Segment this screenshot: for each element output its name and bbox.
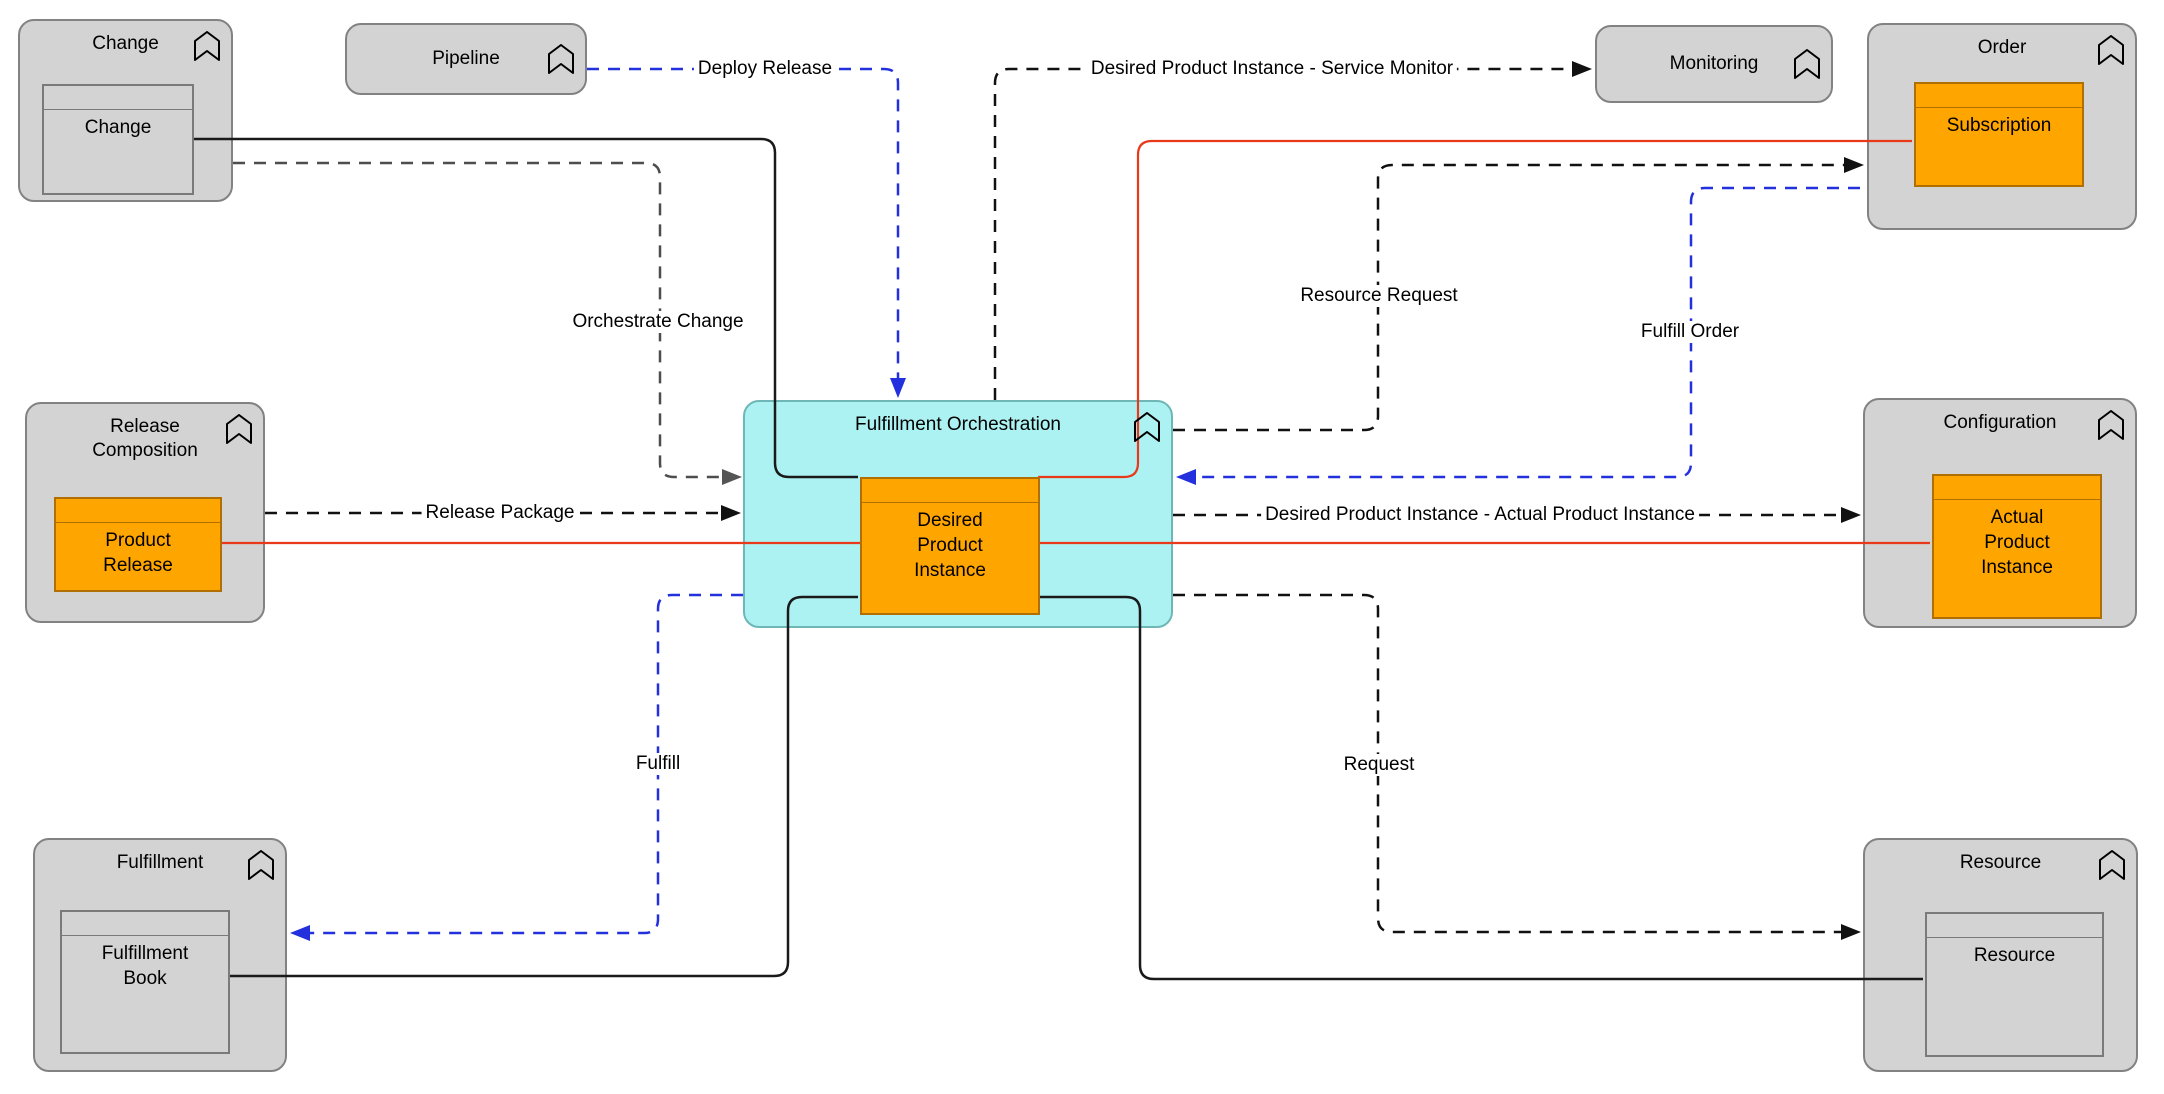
label-service-monitor[interactable]: Desired Product Instance - Service Monit… bbox=[1086, 58, 1458, 80]
element-header bbox=[44, 86, 192, 110]
chevron-icon bbox=[2098, 35, 2124, 65]
label-resource-request[interactable]: Resource Request bbox=[1296, 285, 1462, 307]
label-request[interactable]: Request bbox=[1339, 754, 1419, 776]
line-resource-request[interactable] bbox=[1173, 163, 1852, 432]
group-fulfillment[interactable]: Fulfillment Fulfillment Book bbox=[33, 838, 287, 1072]
line-fulfill-order[interactable] bbox=[1188, 186, 1860, 479]
element-resource[interactable]: Resource bbox=[1925, 912, 2104, 1057]
chevron-icon bbox=[1134, 412, 1160, 442]
group-fulfillment-orchestration-title: Fulfillment Orchestration bbox=[855, 414, 1061, 435]
element-header bbox=[62, 912, 228, 936]
group-change-title: Change bbox=[92, 33, 159, 54]
element-header bbox=[1934, 476, 2100, 500]
line-deploy-release[interactable] bbox=[587, 67, 900, 386]
line-resource-to-dpi[interactable] bbox=[1038, 595, 1923, 981]
chevron-icon bbox=[548, 44, 574, 74]
element-fulfillment-book[interactable]: Fulfillment Book bbox=[60, 910, 230, 1054]
element-header bbox=[1927, 914, 2102, 938]
label-fulfill-order[interactable]: Fulfill Order bbox=[1636, 321, 1744, 343]
arrowhead-request bbox=[1841, 924, 1861, 940]
arrowhead-dpi-api bbox=[1841, 507, 1861, 523]
label-release-package[interactable]: Release Package bbox=[421, 502, 579, 524]
group-release-composition-title: Release Composition bbox=[92, 416, 198, 461]
label-fulfill[interactable]: Fulfill bbox=[631, 753, 685, 775]
element-label: Desired Product Instance bbox=[914, 510, 986, 581]
arrowhead-service-monitor bbox=[1572, 61, 1592, 77]
element-label: Subscription bbox=[1946, 115, 2052, 136]
group-order[interactable]: Order Subscription bbox=[1867, 23, 2137, 230]
element-label: Product Release bbox=[103, 530, 173, 576]
element-desired-product-instance[interactable]: Desired Product Instance bbox=[860, 477, 1040, 615]
element-label: Fulfillment Book bbox=[101, 943, 189, 989]
group-change[interactable]: Change Change bbox=[18, 19, 233, 202]
group-configuration-title: Configuration bbox=[1943, 412, 2057, 433]
element-subscription[interactable]: Subscription bbox=[1914, 82, 2084, 187]
group-order-title: Order bbox=[1977, 37, 2027, 58]
group-resource-title: Resource bbox=[1959, 852, 2042, 873]
element-label: Change bbox=[84, 117, 152, 138]
line-dpi-to-subscription[interactable] bbox=[1038, 139, 1912, 479]
chevron-icon bbox=[1794, 49, 1820, 79]
element-label: Actual Product Instance bbox=[1981, 507, 2053, 578]
element-actual-product-instance[interactable]: Actual Product Instance bbox=[1932, 474, 2102, 619]
line-service-monitor[interactable] bbox=[993, 67, 1578, 400]
arrowhead-resource-request bbox=[1844, 157, 1864, 173]
element-header bbox=[56, 499, 220, 523]
line-request[interactable] bbox=[1173, 593, 1849, 934]
chevron-icon bbox=[194, 31, 220, 61]
group-monitoring[interactable]: Monitoring bbox=[1595, 25, 1833, 103]
arrowhead-deploy-release bbox=[890, 378, 906, 398]
group-monitoring-title: Monitoring bbox=[1669, 53, 1759, 74]
arrowhead-fulfill bbox=[290, 925, 310, 941]
line-change-to-dpi[interactable] bbox=[192, 137, 858, 479]
arrowhead-orchestrate-change bbox=[722, 469, 742, 485]
group-pipeline-title: Pipeline bbox=[432, 48, 500, 69]
group-fulfillment-title: Fulfillment bbox=[116, 852, 204, 873]
element-label: Resource bbox=[1973, 945, 2056, 966]
element-product-release[interactable]: Product Release bbox=[54, 497, 222, 592]
arrowhead-release-package bbox=[721, 505, 741, 521]
label-deploy-release[interactable]: Deploy Release bbox=[693, 58, 837, 80]
group-configuration[interactable]: Configuration Actual Product Instance bbox=[1863, 398, 2137, 628]
group-resource[interactable]: Resource Resource bbox=[1863, 838, 2138, 1072]
line-fulfill[interactable] bbox=[302, 593, 743, 935]
element-change[interactable]: Change bbox=[42, 84, 194, 195]
group-pipeline[interactable]: Pipeline bbox=[345, 23, 587, 95]
element-header bbox=[862, 479, 1038, 503]
chevron-icon bbox=[2099, 850, 2125, 880]
label-orchestrate-change[interactable]: Orchestrate Change bbox=[568, 311, 748, 333]
line-fulfillment-book-to-dpi[interactable] bbox=[228, 595, 858, 978]
label-dpi-api[interactable]: Desired Product Instance - Actual Produc… bbox=[1261, 504, 1699, 526]
chevron-icon bbox=[2098, 410, 2124, 440]
arrowhead-fulfill-order bbox=[1176, 469, 1196, 485]
group-release-composition[interactable]: Release Composition Product Release bbox=[25, 402, 265, 623]
chevron-icon bbox=[248, 850, 274, 880]
chevron-icon bbox=[226, 414, 252, 444]
group-fulfillment-orchestration[interactable]: Fulfillment Orchestration Desired Produc… bbox=[743, 400, 1173, 628]
element-header bbox=[1916, 84, 2082, 108]
